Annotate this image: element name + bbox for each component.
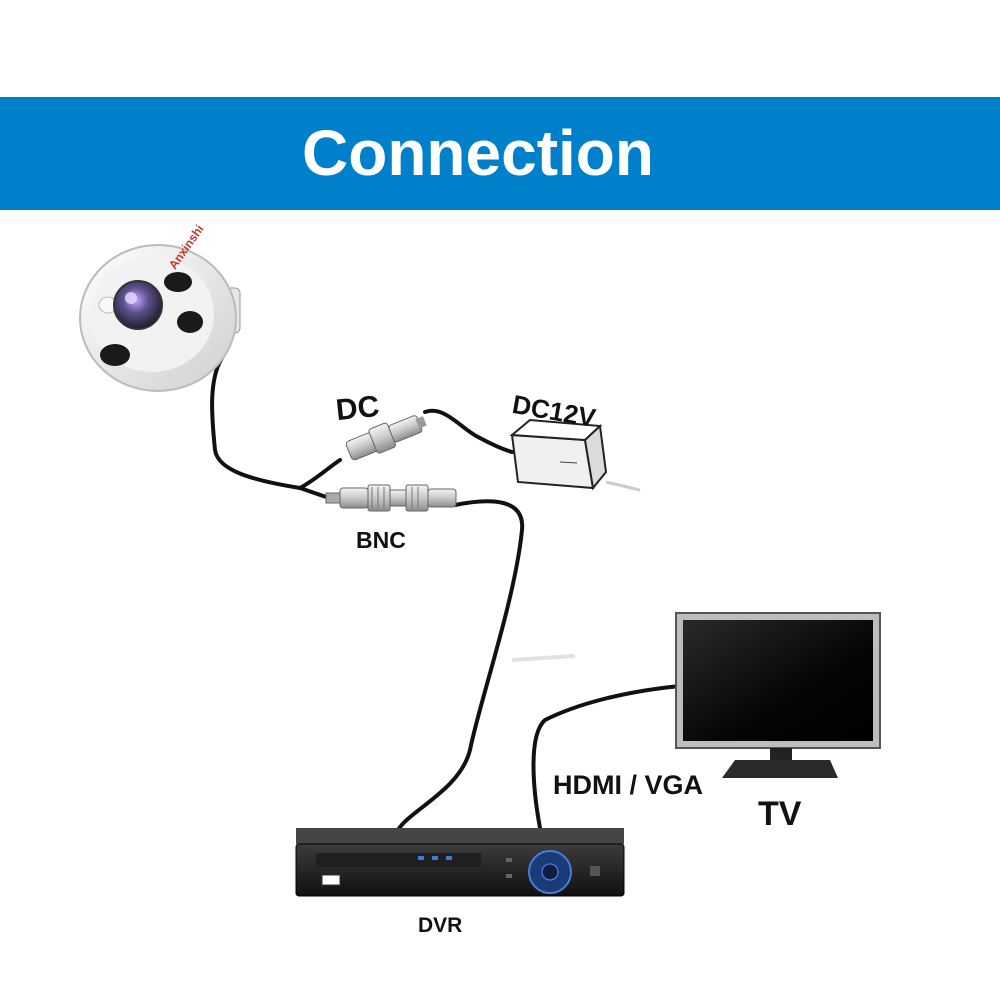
dc-connector [345,415,427,461]
camera-main-cable [210,356,302,490]
dc12v-cable [423,408,514,454]
header-banner: Connection [0,97,1000,210]
dvr-recorder-icon [295,828,625,897]
cables [210,356,682,832]
dc-cable-to-plug [298,458,342,490]
bnc-label: BNC [356,527,406,553]
dc-label: DC [334,389,381,428]
tv-monitor-icon [675,612,881,778]
hdmi-vga-label: HDMI / VGA [553,770,704,800]
bnc-connector [325,484,457,512]
tv-to-dvr-cable [531,684,682,830]
faint-guide-line [511,654,576,662]
power-adapter-icon [509,418,641,492]
tv-label: TV [758,795,802,833]
fisheye-dome-camera-icon: Anxinshi [79,222,241,392]
page-title: Connection [302,117,654,189]
bnc-to-dvr-cable [396,499,525,832]
dvr-label: DVR [418,914,463,937]
